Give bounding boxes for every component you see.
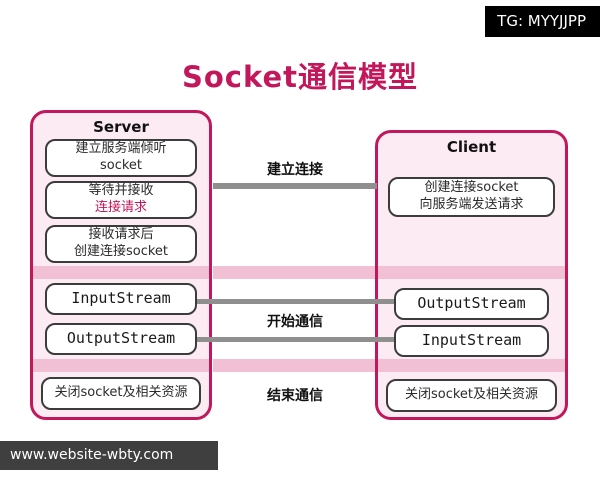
server-input-stream-node: InputStream (45, 283, 197, 315)
client-close-socket-label: 关闭socket及相关资源 (404, 387, 539, 403)
client-output-stream-label: OutputStream (417, 294, 526, 313)
client-panel: Client 创建连接socket 向服务端发送请求 OutputStream … (375, 130, 568, 420)
connection-line-establish (213, 183, 377, 189)
server-divider-band-top (33, 266, 209, 279)
server-close-socket-label: 关闭socket及相关资源 (54, 385, 188, 401)
server-step-create-connection-socket: 接收请求后 创建连接socket (45, 225, 197, 263)
server-step-wait-accept-request: 等待并接收 连接请求 (45, 181, 197, 219)
connection-line-input-output (197, 299, 394, 304)
client-input-stream-node: InputStream (394, 325, 549, 357)
server-panel: Server 建立服务端倾听 socket 等待并接收 连接请求 接收请求后 创… (30, 110, 212, 420)
divider-band-bottom (213, 359, 377, 372)
server-divider-band-bottom (33, 359, 209, 372)
client-close-socket-node: 关闭socket及相关资源 (386, 379, 557, 412)
label-end-communication: 结束通信 (267, 388, 323, 404)
server-step1-line1: 建立服务端倾听 (75, 141, 167, 157)
server-step3-line2: 创建连接socket (73, 244, 169, 259)
server-input-stream-label: InputStream (71, 289, 171, 308)
page-title: Socket通信模型 (181, 60, 419, 94)
server-output-stream-node: OutputStream (45, 323, 197, 355)
server-step1-line2: socket (99, 158, 143, 173)
label-establish-connection: 建立连接 (267, 162, 323, 178)
site-watermark-ribbon: www.website-wbty.com (0, 441, 218, 470)
client-divider-band-top (378, 266, 565, 279)
server-step2-line1: 等待并接收 (88, 183, 154, 199)
divider-band-top (213, 266, 377, 279)
server-output-stream-label: OutputStream (66, 329, 176, 348)
client-step-create-socket-send-request: 创建连接socket 向服务端发送请求 (388, 177, 555, 217)
server-step-create-listen-socket: 建立服务端倾听 socket (45, 139, 197, 177)
client-input-stream-label: InputStream (421, 331, 522, 350)
client-divider-band-bottom (378, 359, 565, 372)
tg-watermark: TG: MYYJJPP (485, 6, 600, 37)
server-step3-line1: 接收请求后 (88, 227, 154, 243)
site-watermark-text: www.website-wbty.com (10, 447, 174, 463)
tg-watermark-text: TG: MYYJJPP (497, 12, 586, 30)
client-output-stream-node: OutputStream (394, 288, 549, 320)
server-close-socket-node: 关闭socket及相关资源 (41, 377, 201, 410)
client-step1-line1: 创建连接socket (424, 180, 519, 196)
client-panel-header: Client (446, 138, 497, 156)
client-step1-line2: 向服务端发送请求 (419, 197, 524, 212)
server-panel-header: Server (93, 118, 149, 136)
label-start-communication: 开始通信 (267, 314, 323, 330)
connection-line-output-input (197, 337, 394, 342)
server-step2-line2: 连接请求 (94, 200, 147, 215)
